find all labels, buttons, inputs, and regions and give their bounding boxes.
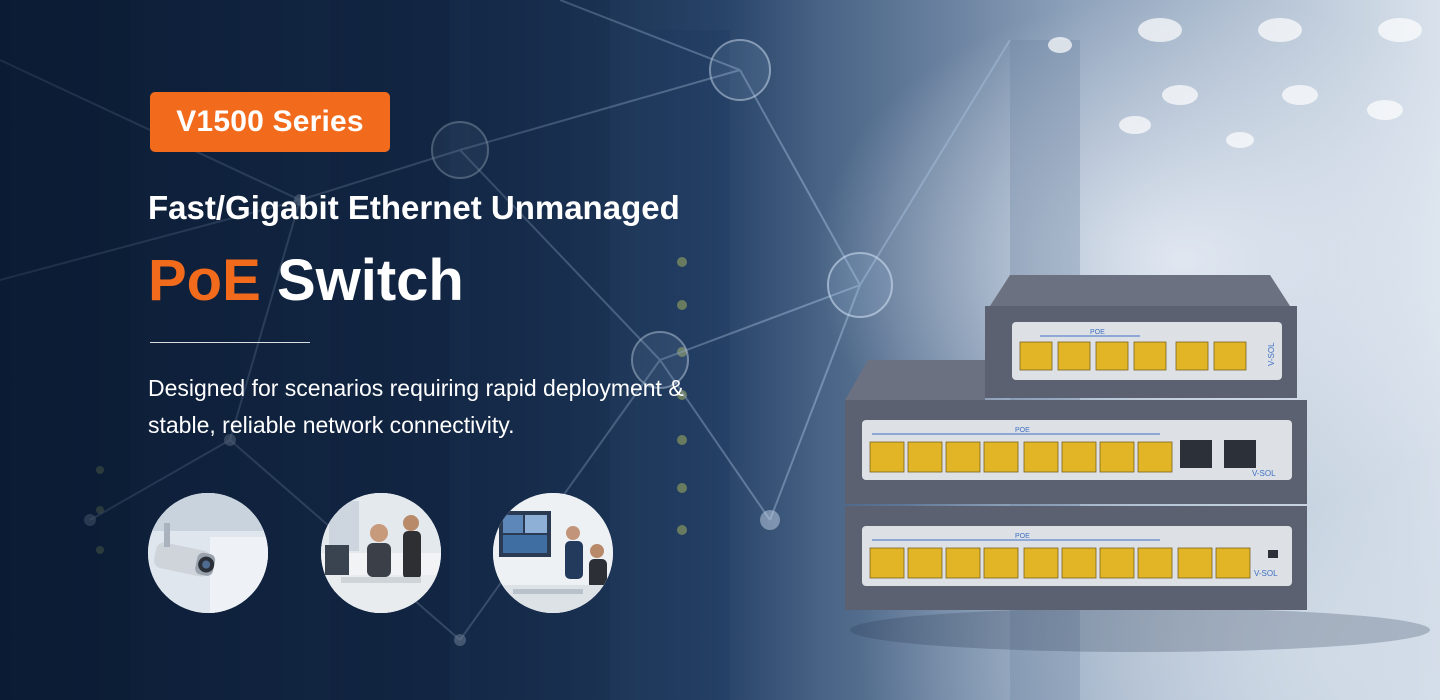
top-port-3[interactable]: [1095, 341, 1129, 371]
series-badge: V1500 Series: [150, 92, 390, 152]
description-line-2: stable, reliable network connectivity.: [148, 412, 515, 438]
top-brand: V-SOL: [1267, 342, 1276, 366]
title-rest: Switch: [276, 248, 464, 313]
top-port-6[interactable]: [1213, 341, 1247, 371]
title-accent: PoE: [148, 248, 261, 313]
security-camera-scene-icon: [148, 493, 268, 613]
bottom-brand: V-SOL: [1254, 569, 1278, 578]
switch-top: POE V-SOL: [985, 275, 1297, 398]
middle-brand: V-SOL: [1252, 469, 1276, 478]
product-subtitle: Fast/Gigabit Ethernet Unmanaged: [148, 189, 680, 226]
product-description: Designed for scenarios requiring rapid d…: [148, 370, 788, 444]
conference-presentation-scene-icon: [493, 493, 613, 613]
description-line-1: Designed for scenarios requiring rapid d…: [148, 375, 684, 401]
top-port-1[interactable]: [1019, 341, 1053, 371]
top-port-2[interactable]: [1057, 341, 1091, 371]
top-port-5[interactable]: [1175, 341, 1209, 371]
switch-middle: POE V-SOL: [845, 360, 1307, 504]
product-title: PoE Switch: [148, 248, 788, 314]
office-meeting-scene-icon: [321, 493, 441, 613]
switch-bottom: POE V-SOL: [845, 506, 1307, 610]
top-poe-label: POE: [1090, 329, 1105, 336]
top-port-4[interactable]: [1133, 341, 1167, 371]
middle-poe-label: POE: [1015, 427, 1030, 434]
switch-stack: POE V-SOL POE: [845, 275, 1430, 652]
bottom-poe-label: POE: [1015, 533, 1030, 540]
divider: [150, 342, 310, 343]
